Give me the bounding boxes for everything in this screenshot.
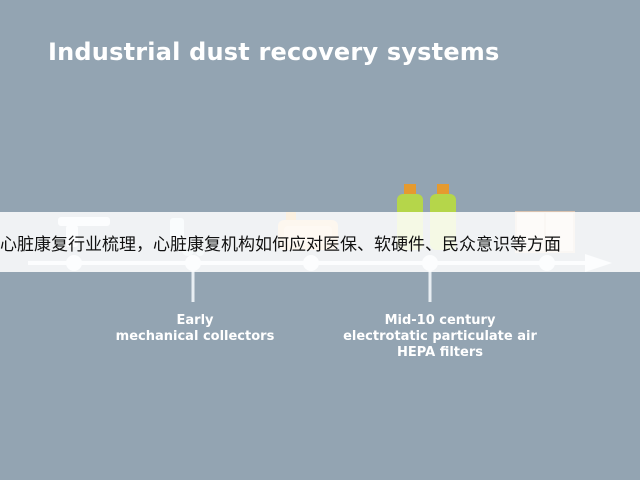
milestone-label-mid-text: Mid-10 century electrotatic particulate …: [343, 313, 537, 360]
subtitle-banner: 心脏康复行业梳理，心脏康复机构如何应对医保、软硬件、民众意识等方面: [0, 212, 640, 272]
milestone-label-early: Early mechanical collectors: [105, 313, 285, 345]
milestone-label-early-text: Early mechanical collectors: [115, 313, 275, 344]
milestone-label-mid: Mid-10 century electrotatic particulate …: [330, 313, 550, 361]
slide-title: Industrial dust recovery systems: [48, 38, 500, 66]
banner-text: 心脏康复行业梳理，心脏康复机构如何应对医保、软硬件、民众意识等方面: [0, 234, 561, 255]
